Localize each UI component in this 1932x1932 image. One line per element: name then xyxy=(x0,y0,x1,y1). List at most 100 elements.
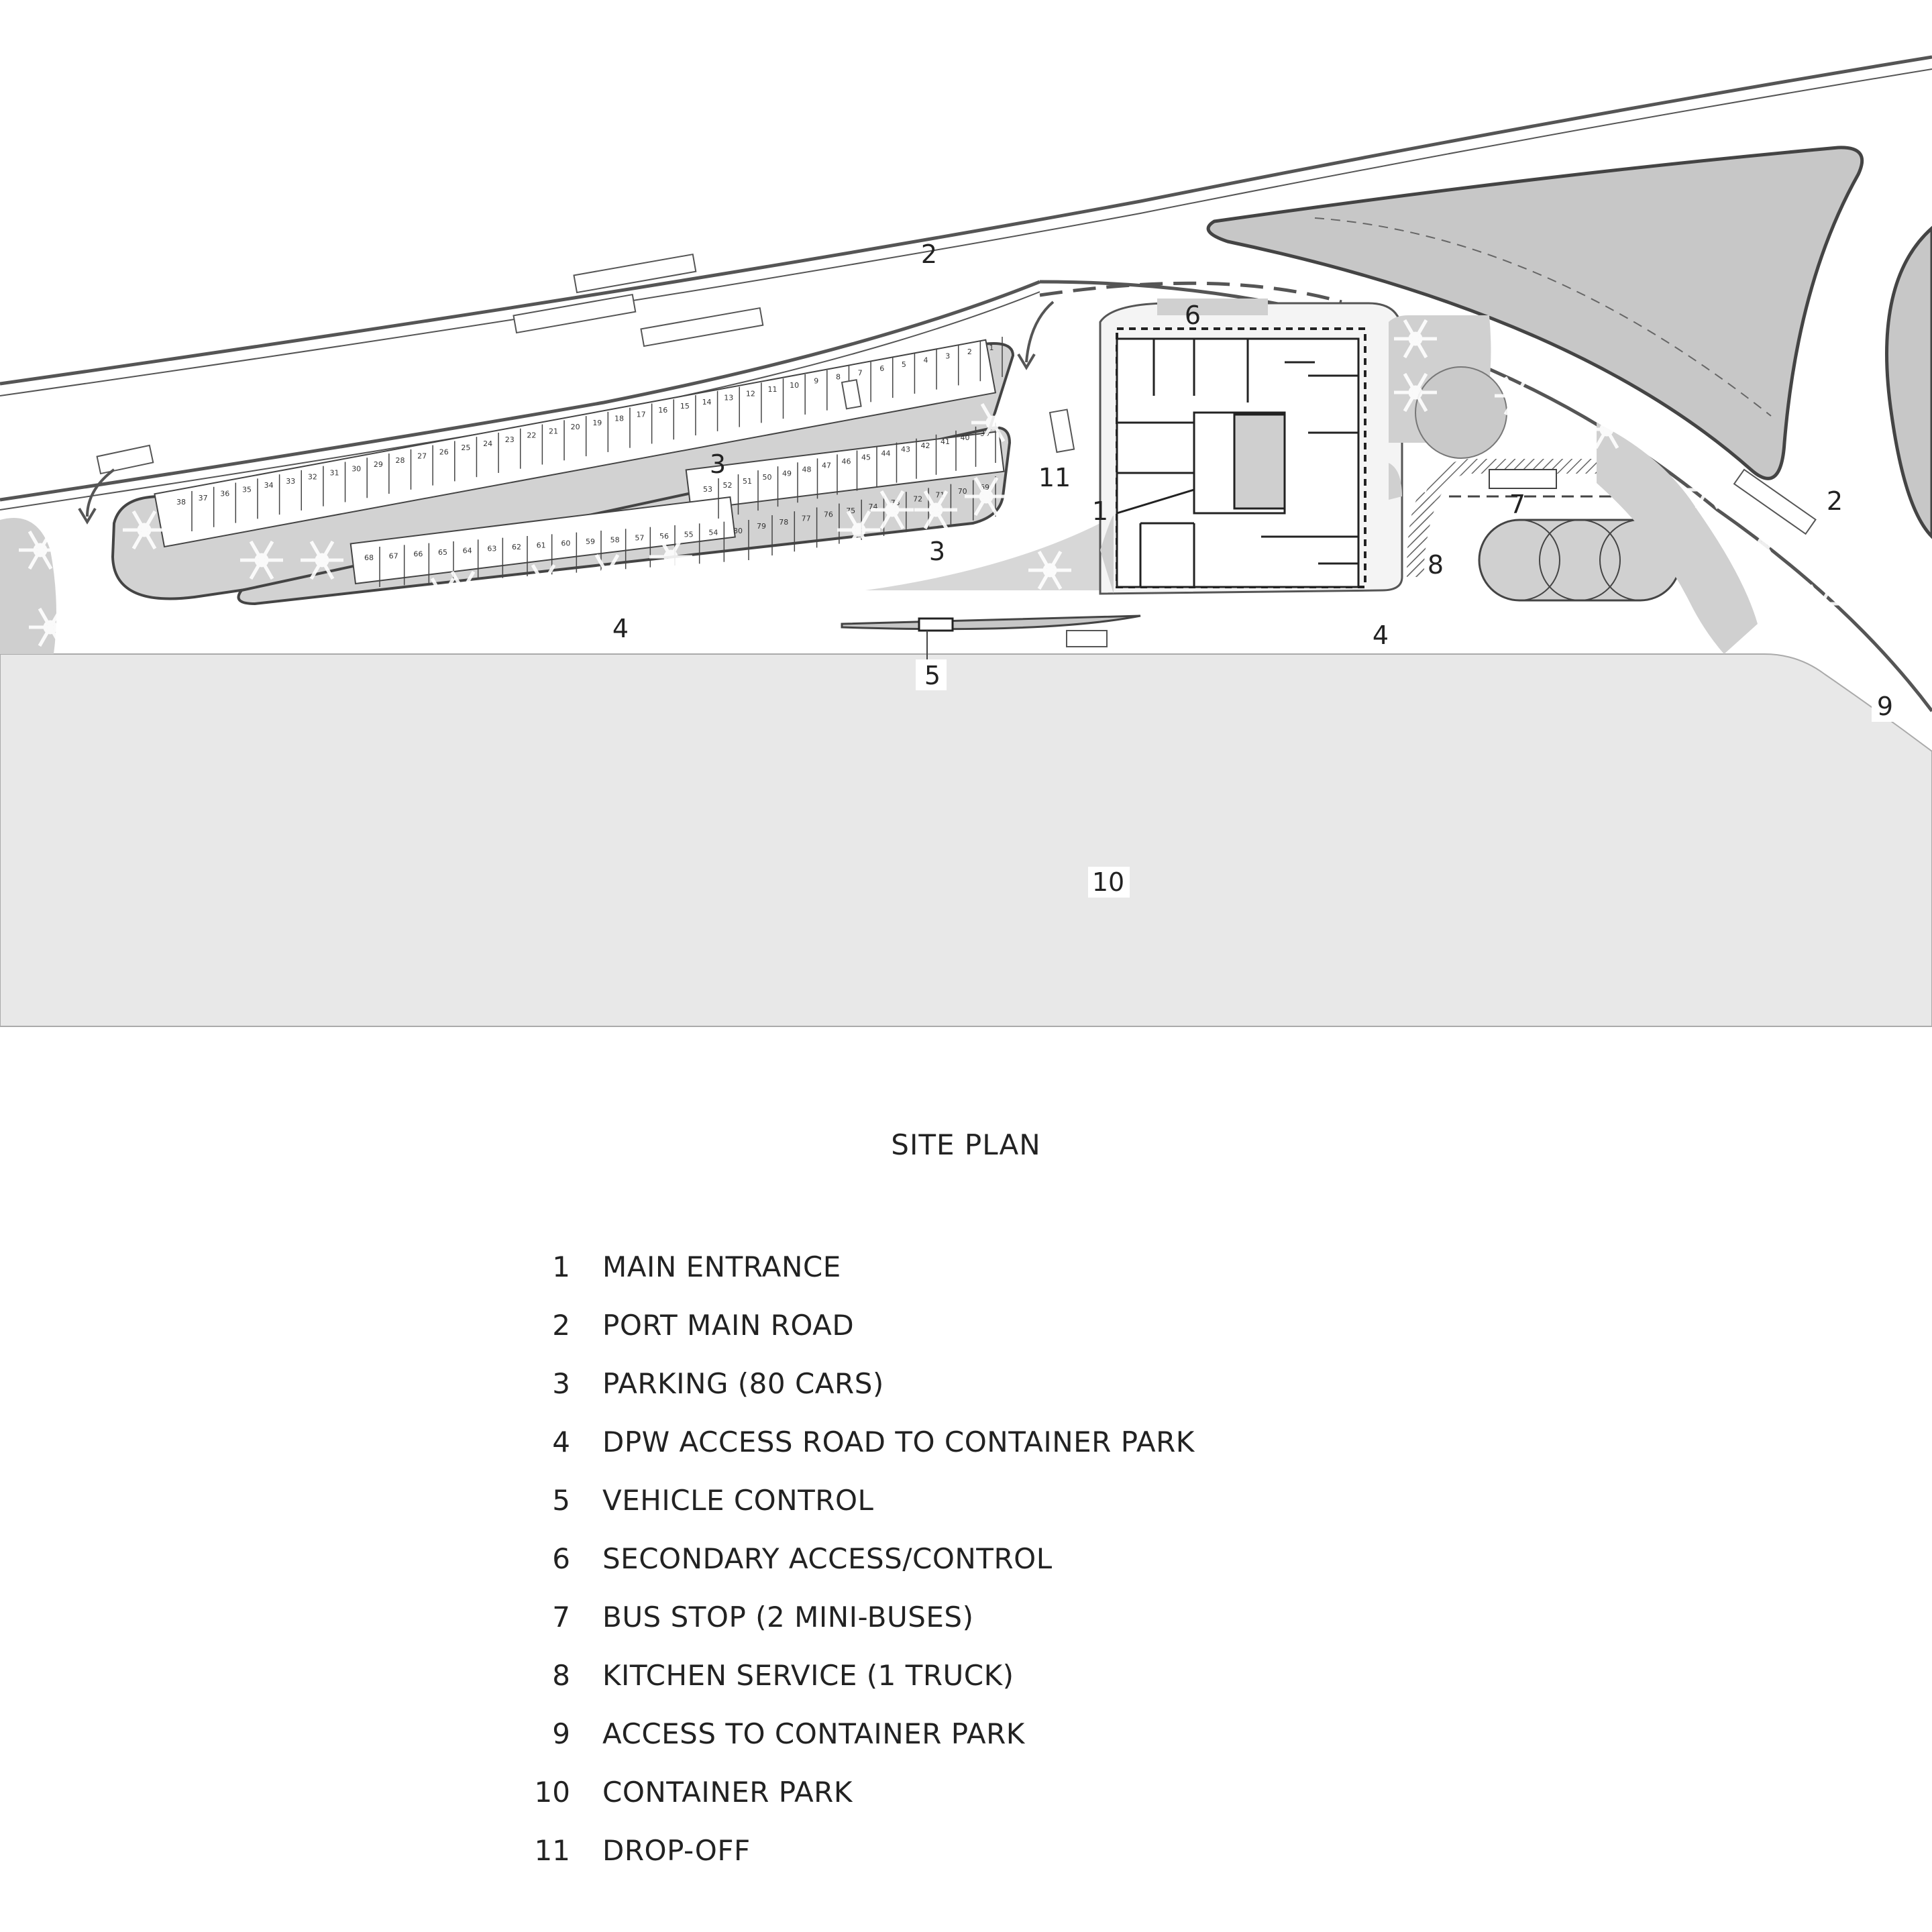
parking-stall-number: 15 xyxy=(680,402,690,411)
parking-stall-number: 25 xyxy=(461,443,470,452)
parking-stall-number: 29 xyxy=(374,460,383,469)
parking-stall-number: 51 xyxy=(743,477,752,486)
tree-icon xyxy=(1686,470,1729,509)
kitchen-service-hatch xyxy=(1407,490,1436,578)
legend-label: DROP-OFF xyxy=(602,1834,751,1867)
parking-stall-number: 8 xyxy=(836,373,841,382)
legend-label: SECONDARY ACCESS/CONTROL xyxy=(602,1542,1053,1575)
building-courtyard-grey xyxy=(1100,515,1114,594)
parking-stall-number: 78 xyxy=(779,518,788,527)
tree-icon xyxy=(871,490,914,529)
tree-icon xyxy=(1394,373,1437,412)
east-planting xyxy=(1597,423,1758,654)
building-interior-walls xyxy=(1116,339,1358,587)
parking-stall-number: 28 xyxy=(395,456,405,465)
parking-stall-number: 9 xyxy=(814,377,818,386)
median-island xyxy=(1206,146,1864,480)
parking-stall-number: 45 xyxy=(861,453,871,462)
callout-3-north: 3 xyxy=(710,449,726,479)
tree-icon xyxy=(123,511,166,549)
parking-stall-number: 63 xyxy=(487,545,496,553)
callout-10: 10 xyxy=(1092,867,1124,897)
mini-bus xyxy=(1489,469,1557,489)
parking-stall-number: 58 xyxy=(610,535,620,544)
parking-stall-number: 20 xyxy=(571,423,580,431)
vehicle-control-island xyxy=(841,614,1141,631)
legend-number: 5 xyxy=(552,1484,570,1517)
callout-5: 5 xyxy=(924,661,941,690)
legend-label: PARKING (80 CARS) xyxy=(602,1367,884,1400)
legend-label: CONTAINER PARK xyxy=(602,1776,853,1809)
parking-stall-number: 34 xyxy=(264,481,274,490)
parking-stall-number: 21 xyxy=(549,427,558,435)
legend-number: 3 xyxy=(552,1367,570,1400)
parking-stall-number: 41 xyxy=(941,437,950,446)
parking-stall-number: 40 xyxy=(961,433,970,442)
tree-icon xyxy=(914,490,957,529)
legend-number: 7 xyxy=(552,1601,570,1633)
parking-stall-number: 76 xyxy=(824,511,833,519)
tree-icon xyxy=(965,477,1008,516)
parking-stall-number: 43 xyxy=(901,445,910,454)
parking-stall-number: 6 xyxy=(879,364,884,373)
parking-stall-number: 2 xyxy=(967,347,972,356)
tree-icon xyxy=(1743,524,1786,563)
tree-icon xyxy=(19,531,62,570)
parking-stall-number: 70 xyxy=(958,487,967,496)
parking-stall-number: 55 xyxy=(684,530,694,539)
parking-stall-number: 38 xyxy=(176,498,186,506)
parking-stall-number: 12 xyxy=(746,389,755,398)
entrance-planting xyxy=(865,523,1107,590)
tree-icon xyxy=(29,608,72,647)
tree-icon xyxy=(421,578,464,616)
parking-stall-number: 52 xyxy=(723,481,733,490)
parking-stall-number: 53 xyxy=(703,485,712,494)
parking-stall-number: 59 xyxy=(586,537,595,546)
secondary-access-strip xyxy=(1157,299,1268,315)
legend-label: MAIN ENTRANCE xyxy=(602,1250,841,1283)
legend-number: 11 xyxy=(534,1834,570,1867)
parking-stall-number: 19 xyxy=(592,419,602,427)
parking-stall-number: 80 xyxy=(733,527,743,535)
callout-8: 8 xyxy=(1428,550,1444,580)
parking-stall-number: 79 xyxy=(757,522,766,531)
parking-stall-number: 10 xyxy=(790,381,799,390)
parking-stall-number: 18 xyxy=(614,415,624,423)
parking-stall-number: 7 xyxy=(858,368,863,377)
tree-icon xyxy=(837,511,880,549)
tree-icon xyxy=(522,564,565,603)
callout-4-east: 4 xyxy=(1373,621,1389,650)
callout-3-south: 3 xyxy=(929,537,945,566)
parking-row-1-38 xyxy=(154,339,997,548)
tree-icon xyxy=(971,403,1014,442)
tree-icon xyxy=(1052,360,1095,398)
parking-stall-number: 32 xyxy=(308,473,317,482)
parking-stall-number: 67 xyxy=(389,551,398,560)
tree-icon xyxy=(586,554,629,593)
control-booth xyxy=(918,617,954,632)
parking-stall-number: 31 xyxy=(330,468,339,477)
parking-row-54-80 xyxy=(350,496,736,585)
tree-icon xyxy=(240,541,283,580)
legend-label: PORT MAIN ROAD xyxy=(602,1309,855,1342)
tree-icon xyxy=(441,571,484,610)
parking-stall-number: 62 xyxy=(512,543,521,551)
parking-stall-number: 66 xyxy=(413,550,423,559)
callout-7: 7 xyxy=(1509,490,1525,519)
drawing-title: SITE PLAN xyxy=(891,1128,1041,1161)
container-park-area xyxy=(0,653,1932,1027)
parking-stall-number: 16 xyxy=(658,406,667,415)
parking-stall-number: 1 xyxy=(989,343,994,352)
parking-stall-number: 77 xyxy=(802,514,811,523)
legend-number: 1 xyxy=(552,1250,570,1283)
tree-icon xyxy=(1394,319,1437,358)
callout-1: 1 xyxy=(1092,496,1108,526)
parking-stall-number: 49 xyxy=(782,469,792,478)
parking-stall-number: 37 xyxy=(199,494,208,502)
parking-stall-number: 3 xyxy=(945,352,950,360)
legend-item: 1 MAIN ENTRANCE xyxy=(530,1238,1195,1296)
tree-icon xyxy=(301,541,343,580)
tree-icon xyxy=(1495,376,1538,415)
